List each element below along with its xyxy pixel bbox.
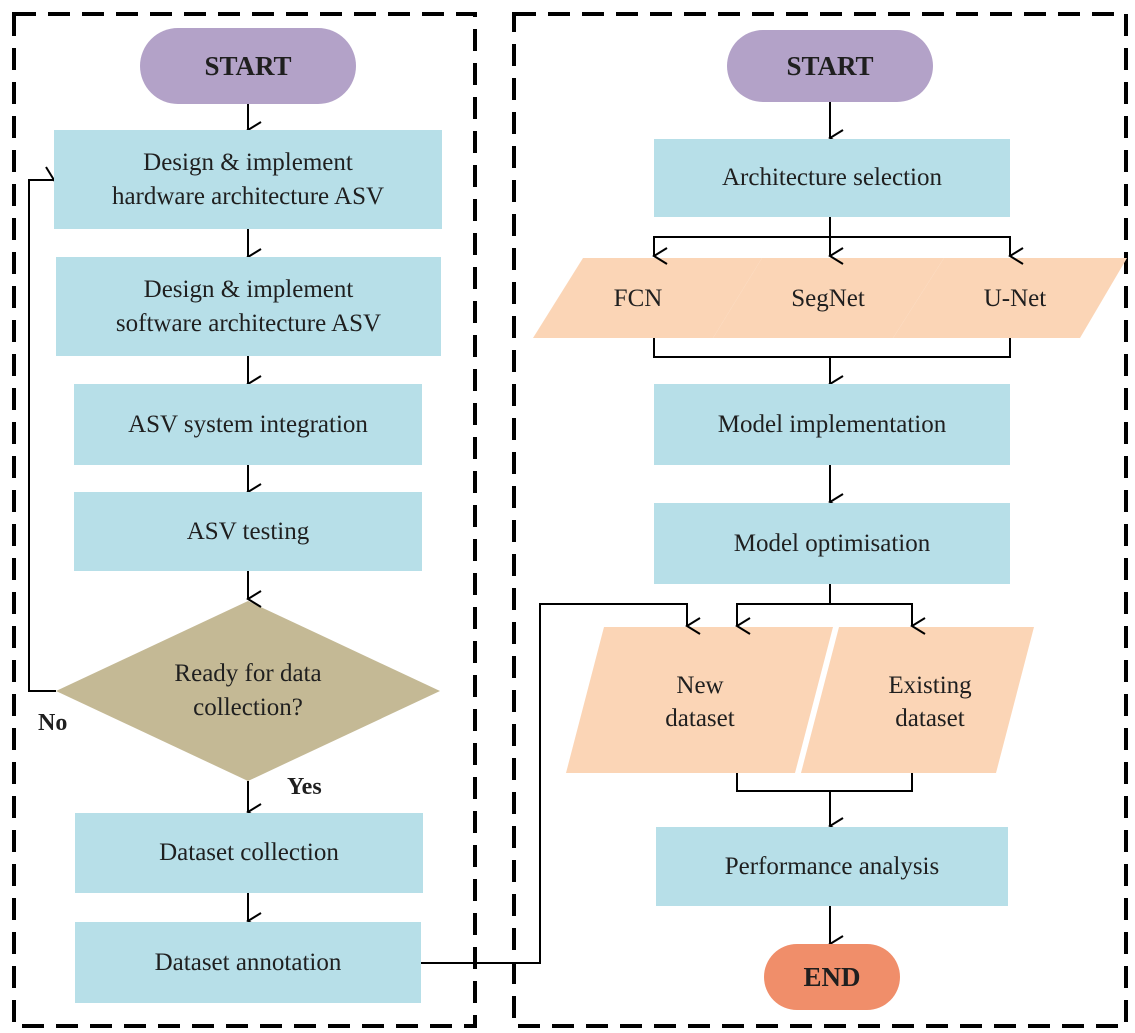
- hardware-architecture-line1: Design & implement: [143, 148, 353, 176]
- new-dataset-option: New dataset: [630, 667, 770, 737]
- dataset-collection-box: Dataset collection: [75, 813, 423, 893]
- asv-testing-label: ASV testing: [186, 517, 310, 545]
- model-optimisation-box: Model optimisation: [654, 503, 1010, 584]
- system-integration-label: ASV system integration: [128, 410, 368, 438]
- new-dataset-line1: New: [676, 672, 724, 699]
- architecture-selection-label: Architecture selection: [721, 164, 943, 191]
- existing-dataset-option: Existing dataset: [855, 667, 1005, 737]
- model-implementation-label: Model implementation: [717, 410, 947, 438]
- software-architecture-line2: software architecture ASV: [115, 309, 382, 337]
- model-optimisation-label: Model optimisation: [733, 529, 931, 557]
- end-label: END: [803, 961, 861, 992]
- software-architecture-box: Design & implement software architecture…: [56, 257, 441, 356]
- hardware-architecture-line2: hardware architecture ASV: [111, 182, 385, 210]
- right-start-label: START: [786, 50, 874, 81]
- left-panel-border: [12, 12, 477, 1028]
- new-dataset-line2: dataset: [665, 705, 735, 732]
- dataset-collection-label: Dataset collection: [159, 839, 339, 866]
- unet-option: U-Net: [955, 268, 1075, 328]
- end-terminator: END: [764, 944, 900, 1010]
- existing-dataset-line1: Existing: [888, 672, 972, 699]
- right-panel-border: [512, 12, 1128, 1028]
- hardware-architecture-box: Design & implement hardware architecture…: [54, 130, 442, 229]
- fcn-parallelogram: [533, 258, 762, 338]
- performance-analysis-box: Performance analysis: [656, 827, 1008, 906]
- model-implementation-box: Model implementation: [654, 384, 1010, 465]
- yes-label: Yes: [287, 774, 322, 800]
- architecture-selection-box: Architecture selection: [654, 139, 1010, 217]
- software-architecture-line1: Design & implement: [143, 275, 354, 303]
- decision-diamond: [56, 601, 440, 781]
- decision-line2: collection?: [193, 694, 303, 721]
- new-dataset-parallelogram: [566, 627, 833, 773]
- right-start-terminator: START: [727, 30, 933, 102]
- no-label: No: [38, 710, 68, 736]
- segnet-option: SegNet: [768, 268, 888, 328]
- fcn-option: FCN: [583, 268, 693, 328]
- asv-testing-box: ASV testing: [74, 492, 422, 571]
- existing-dataset-parallelogram: [801, 627, 1034, 773]
- dataset-annotation-label: Dataset annotation: [154, 948, 342, 976]
- decision-line1: Ready for data: [174, 660, 322, 687]
- unet-parallelogram: [893, 258, 1127, 338]
- fcn-label: FCN: [613, 284, 663, 312]
- decision-text: Ready for data collection?: [108, 656, 388, 726]
- performance-analysis-label: Performance analysis: [724, 852, 940, 880]
- segnet-label: SegNet: [791, 284, 865, 312]
- unet-label: U-Net: [983, 284, 1047, 312]
- existing-dataset-line2: dataset: [895, 705, 965, 732]
- left-start-label: START: [204, 50, 292, 81]
- system-integration-box: ASV system integration: [74, 384, 422, 465]
- segnet-parallelogram: [713, 258, 944, 338]
- left-start-terminator: START: [140, 28, 356, 104]
- dataset-annotation-box: Dataset annotation: [75, 922, 421, 1003]
